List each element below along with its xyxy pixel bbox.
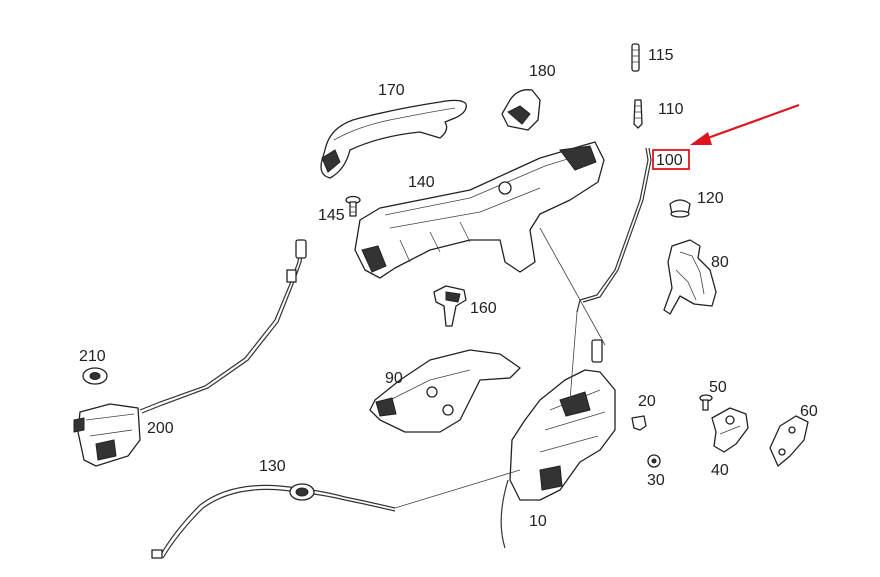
part-170-door-handle[interactable] [320, 99, 467, 179]
label-170: 170 [378, 82, 405, 99]
part-60-plate[interactable] [769, 415, 809, 467]
part-160-clip[interactable] [433, 285, 467, 327]
part-200-actuator[interactable] [73, 403, 141, 467]
label-100: 100 [656, 152, 683, 169]
label-30: 30 [647, 472, 665, 489]
part-130-cable[interactable] [151, 469, 521, 559]
label-50: 50 [709, 379, 727, 396]
part-145-screw[interactable] [345, 195, 361, 217]
part-140-carrier[interactable] [354, 141, 605, 279]
label-110: 110 [658, 101, 684, 118]
part-10-lock[interactable] [500, 311, 616, 549]
label-130: 130 [259, 458, 286, 475]
label-140: 140 [408, 174, 435, 191]
label-180: 180 [529, 63, 556, 80]
part-90-bracket[interactable] [369, 349, 521, 433]
label-20: 20 [638, 393, 656, 410]
label-115: 115 [648, 47, 674, 64]
part-50-screw[interactable] [699, 394, 713, 411]
part-40-striker[interactable] [711, 407, 749, 453]
label-40: 40 [711, 462, 729, 479]
label-10: 10 [529, 513, 547, 530]
label-60: 60 [800, 403, 818, 420]
label-90: 90 [385, 370, 403, 387]
part-180-cap[interactable] [501, 89, 541, 131]
label-210: 210 [79, 348, 106, 365]
highlight-box-100 [652, 149, 690, 170]
label-160: 160 [470, 300, 497, 317]
part-20-bolt[interactable] [631, 415, 647, 431]
part-210-grommet[interactable] [82, 367, 108, 385]
label-200: 200 [147, 420, 174, 437]
part-80-bracket[interactable] [663, 239, 717, 315]
part-115-pin[interactable] [631, 43, 640, 72]
label-120: 120 [697, 190, 724, 207]
label-145: 145 [318, 207, 345, 224]
label-80: 80 [711, 254, 729, 271]
cable-200 [139, 239, 307, 414]
part-30-nut[interactable] [647, 454, 661, 468]
part-100-rod[interactable] [576, 147, 652, 313]
part-110-screw[interactable] [633, 99, 643, 129]
highlight-arrow [690, 103, 800, 145]
part-120-grommet[interactable] [669, 199, 691, 218]
